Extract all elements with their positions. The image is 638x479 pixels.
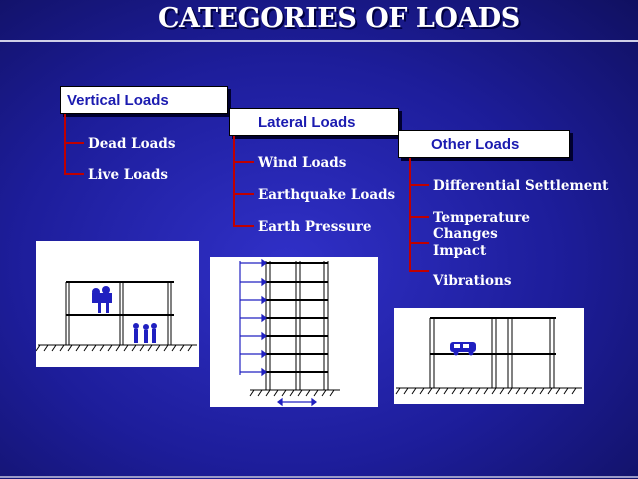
ground-motion-arrow-icon [277,397,317,407]
vertical-branch [64,173,84,175]
furniture-icon [92,286,112,313]
other-loads-illustration [394,308,584,404]
list-item-impact: Impact [433,243,487,259]
slide-title: CATEGORIES OF LOADS [158,3,520,34]
list-item-live-loads: Live Loads [88,167,169,183]
vertical-loads-illustration [36,241,199,367]
other-connector [409,158,411,272]
list-item-wind-loads: Wind Loads [258,155,347,171]
two-storey-frame-drawing [36,281,197,352]
multi-storey-frame-drawing [239,258,340,407]
vertical-connector [64,114,66,175]
other-loads-header: Other Loads [398,130,570,158]
other-branch [409,184,429,186]
other-branch [409,216,429,218]
lateral-branch [233,193,254,195]
other-loads-label: Other Loads [431,135,520,153]
list-item-earthquake-loads: Earthquake Loads [258,187,396,203]
list-item-temperature-changes: Temperature Changes [433,210,531,242]
list-item-dead-loads: Dead Loads [88,136,176,152]
lateral-branch [233,161,254,163]
lateral-loads-label: Lateral Loads [258,113,356,131]
list-item-earth-pressure: Earth Pressure [258,219,372,235]
other-branch [409,270,429,272]
title-divider [0,40,638,42]
list-item-differential-settlement: Differential Settlement [433,178,609,194]
vertical-branch [64,142,84,144]
lateral-loads-header: Lateral Loads [229,108,399,136]
wind-arrows-icon [239,258,267,377]
list-item-vibrations: Vibrations [433,273,512,289]
vertical-loads-label: Vertical Loads [67,91,169,109]
lateral-branch [233,225,254,227]
people-icon [133,323,157,343]
vertical-loads-header: Vertical Loads [60,86,228,114]
footer-divider [0,476,638,478]
lateral-loads-illustration [210,257,378,407]
frame-with-vehicle-drawing [395,317,582,395]
other-branch [409,242,429,244]
lateral-connector [233,136,235,227]
vehicle-icon [450,342,476,356]
